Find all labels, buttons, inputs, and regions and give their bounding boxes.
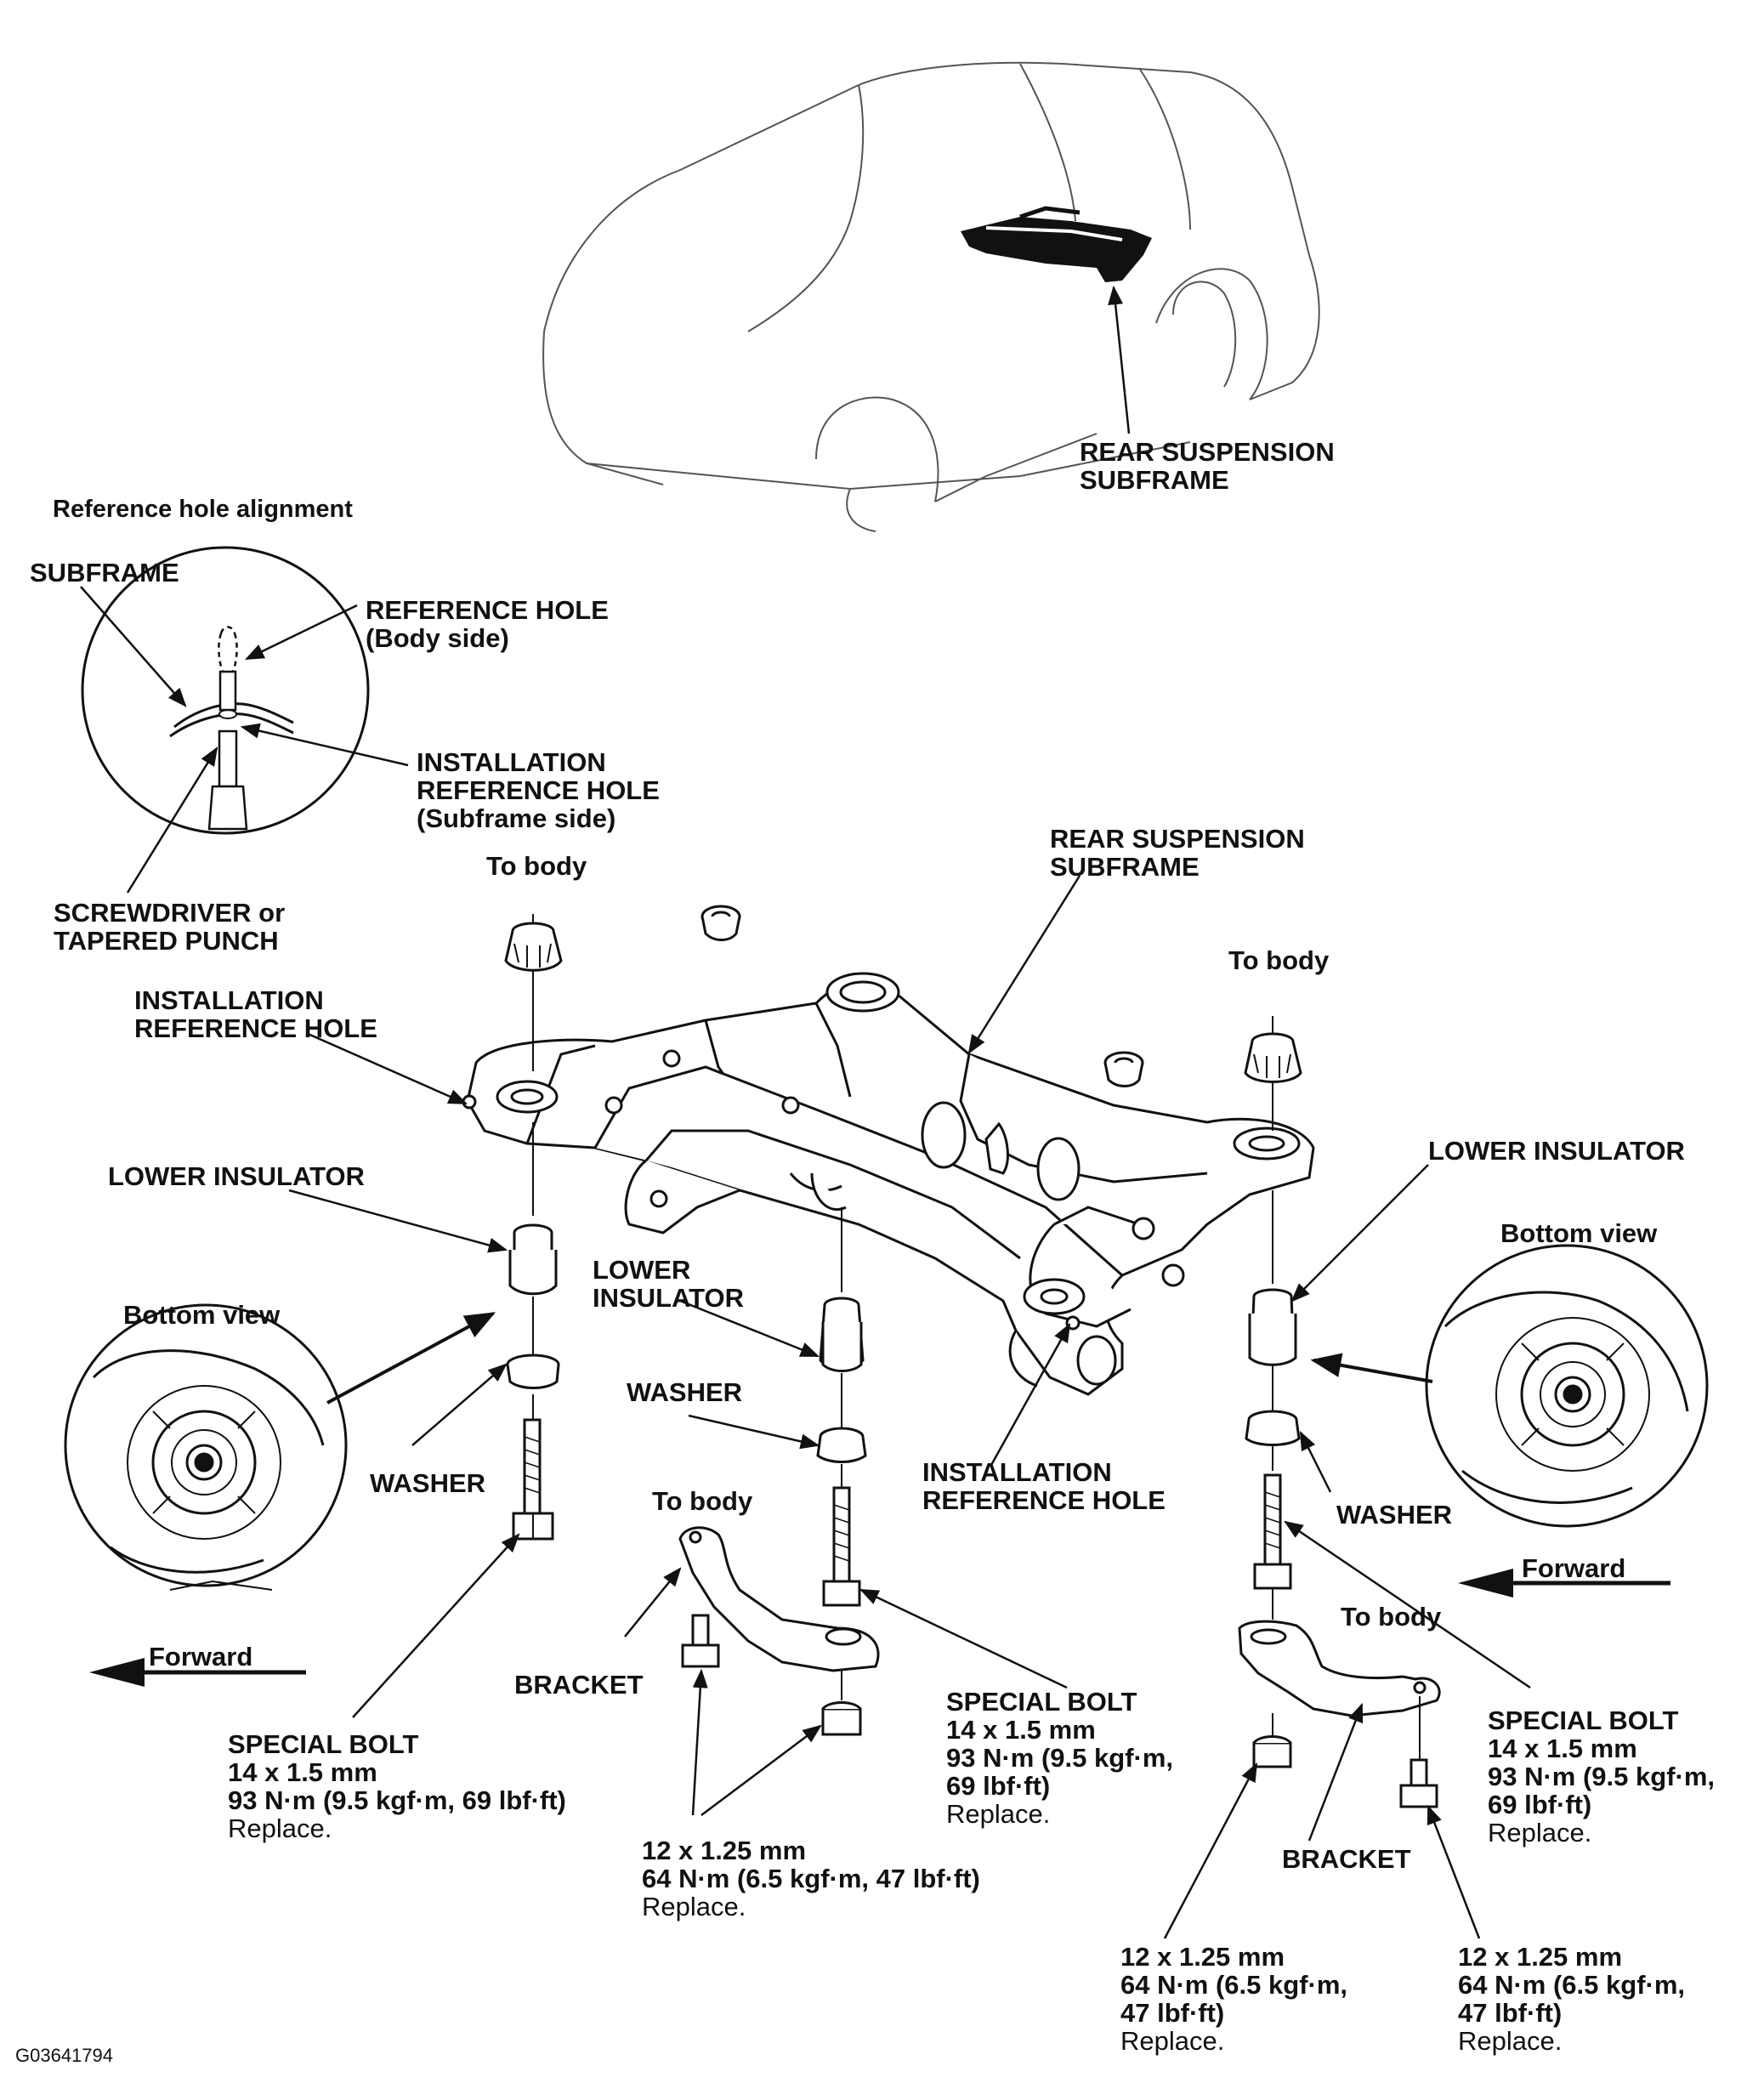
top-subframe-leader — [1108, 285, 1131, 434]
inset-circle — [81, 546, 370, 835]
forward-arrow-left — [89, 1658, 306, 1687]
center-stack — [678, 1207, 880, 1736]
bottom-view-right — [1425, 1244, 1709, 1528]
inset-reference-hole-label: REFERENCE HOLE(Body side) — [366, 595, 609, 653]
to-body-right-label: To body — [1228, 945, 1330, 975]
subframe-on-car — [961, 206, 1152, 282]
car-outline — [542, 61, 1320, 532]
bracket-right-label: BRACKET — [1282, 1844, 1411, 1874]
main-subframe — [462, 972, 1315, 1396]
figure-code: G03641794 — [15, 2045, 113, 2066]
lower-insulator-left-label: LOWER INSULATOR — [108, 1161, 365, 1191]
inset-title: Reference hole alignment — [53, 496, 353, 523]
grommets — [700, 905, 1144, 1087]
inset-leaders — [80, 586, 409, 894]
forward-right-label: Forward — [1522, 1553, 1626, 1583]
left-stack — [504, 914, 563, 1541]
washer-center-label: WASHER — [627, 1377, 743, 1407]
to-body-bracket-right-label: To body — [1341, 1602, 1442, 1632]
bottom-view-left — [64, 1303, 348, 1591]
to-body-left-label: To body — [486, 851, 587, 881]
forward-arrow-right — [1458, 1569, 1670, 1598]
washer-left-label: WASHER — [370, 1468, 486, 1498]
leader-lines — [288, 875, 1531, 1939]
lower-insulator-right-label: LOWER INSULATOR — [1428, 1136, 1685, 1166]
forward-left-label: Forward — [149, 1642, 253, 1671]
bracket-center-label: BRACKET — [514, 1670, 644, 1700]
inset-subframe-label: SUBFRAME — [30, 558, 179, 587]
bottom-view-right-label: Bottom view — [1500, 1218, 1658, 1248]
bottom-view-left-label: Bottom view — [123, 1300, 281, 1330]
right-stack — [1238, 1016, 1441, 1808]
washer-right-label: WASHER — [1336, 1500, 1453, 1530]
to-body-bracket-center-label: To body — [652, 1486, 753, 1516]
